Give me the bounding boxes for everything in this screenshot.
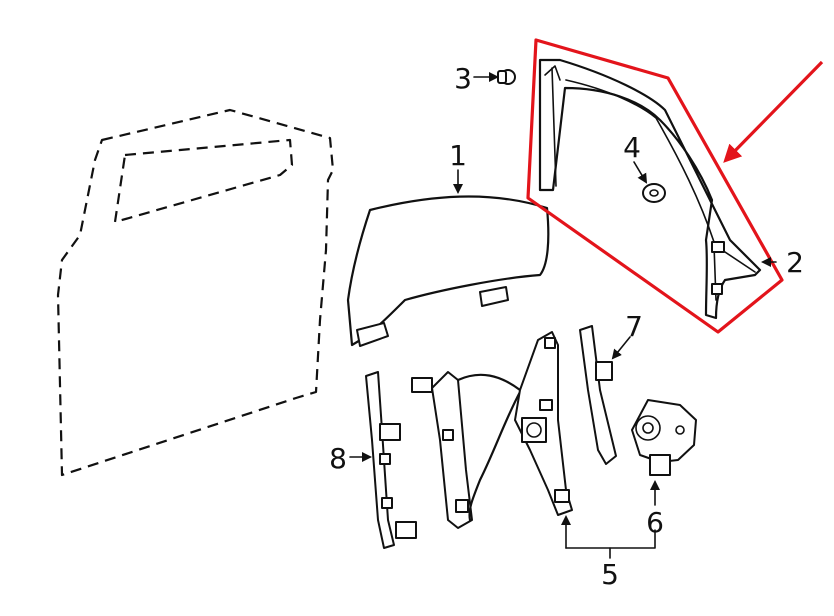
plug-part-4 (642, 183, 666, 203)
bolt-part-3 (497, 69, 516, 85)
callout-5: 5 (601, 558, 619, 591)
highlight-outline (526, 38, 824, 334)
window-glass-part-1 (346, 195, 550, 347)
callout-3: 3 (454, 62, 472, 95)
callout-6: 6 (646, 506, 664, 539)
callout-8: 8 (329, 442, 347, 475)
callout-4: 4 (623, 131, 641, 164)
front-guide-rail-part-8 (365, 371, 417, 549)
leader-lines (349, 72, 777, 559)
door-outline (56, 108, 335, 477)
rear-guide-rail-part-7 (579, 325, 617, 465)
window-run-channel-part-2 (538, 58, 762, 320)
callout-2: 2 (786, 246, 804, 279)
callout-7: 7 (625, 310, 643, 343)
regulator-motor-part-6 (631, 399, 697, 476)
window-regulator-part-5 (411, 331, 573, 529)
callout-1: 1 (449, 139, 467, 172)
